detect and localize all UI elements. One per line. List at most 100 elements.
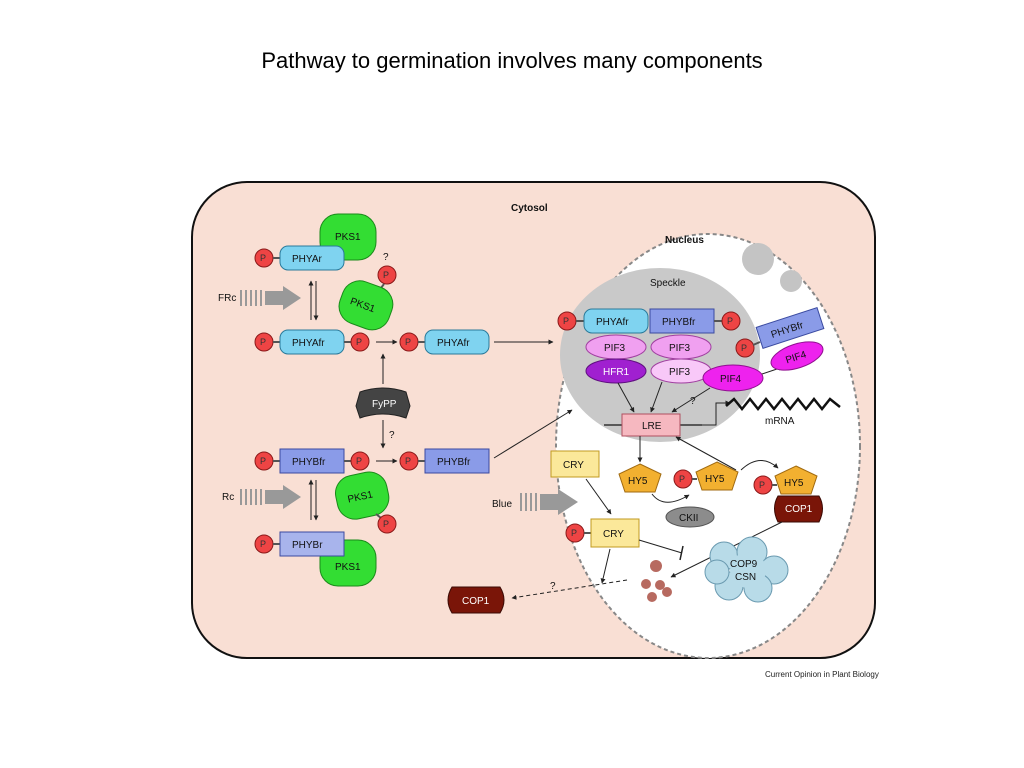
link-pks1-lower <box>375 513 382 519</box>
arrow-phybfr-to-nucleus <box>493 409 573 459</box>
rc-label: Rc <box>222 492 234 503</box>
speckle-label: Speckle <box>650 278 686 289</box>
hfr1-label: HFR1 <box>603 367 630 378</box>
lre-label: LRE <box>642 421 662 432</box>
pks1-label-bottom: PKS1 <box>335 562 361 573</box>
phospho-label-hy5-2: P <box>679 474 685 484</box>
phospho-pks1-lower <box>377 514 397 534</box>
blue-label: Blue <box>492 499 512 510</box>
arrow-phy5-to-cop1-complex <box>740 460 779 471</box>
ckii-shape <box>665 506 715 528</box>
phospho-label-phybfr-complex: P <box>741 343 747 353</box>
unknown-mark-4: ? <box>550 581 556 592</box>
hy5-label-1: HY5 <box>628 476 648 487</box>
cop1-shape-nucleus <box>774 495 823 523</box>
pks1-label-top: PKS1 <box>335 232 361 243</box>
ckii-label: CKII <box>679 513 698 524</box>
hy5-pentagon-3 <box>774 465 818 495</box>
phospho-label-pks1-lower: P <box>383 519 389 529</box>
cop1-label-nucleus: COP1 <box>785 504 813 515</box>
fypp-label: FyPP <box>372 399 397 410</box>
cry-box-1 <box>550 450 600 478</box>
phyafr-box-nuc <box>583 308 649 334</box>
phybfr-box-nuc <box>649 308 715 334</box>
phospho-label-phyafr-1b: P <box>356 337 362 347</box>
phyar-box <box>279 245 345 271</box>
arrow-to-cop1-cytosol <box>511 579 628 600</box>
cry-label-1: CRY <box>563 460 584 471</box>
phospho-label-pks1-mid: P <box>383 270 389 280</box>
phospho-label-hy5-3: P <box>759 480 765 490</box>
pif4-ellipse-2 <box>770 341 824 371</box>
phospho-label-phyafr-nuc: P <box>563 316 569 326</box>
phospho-label-phyafr-1a: P <box>260 337 266 347</box>
degradation-particles <box>641 560 672 602</box>
phospho-label-phybfr-1b: P <box>356 456 362 466</box>
cry-label-2: CRY <box>603 529 624 540</box>
hy5-pentagon-2 <box>695 461 739 491</box>
phybr-label: PHYBr <box>292 540 323 551</box>
slide-title: Pathway to germination involves many com… <box>261 48 763 73</box>
phybfr-label-nuc: PHYBfr <box>662 317 696 328</box>
phospho-label-phyafr-2: P <box>405 337 411 347</box>
cop9-csn-cluster <box>704 536 789 603</box>
phospho-label-phybfr-2: P <box>405 456 411 466</box>
phospho-label-phybfr-nuc: P <box>727 316 733 326</box>
frc-light-arrow <box>240 286 301 310</box>
pif4-label-1: PIF4 <box>720 374 742 385</box>
phospho-phybfr-nuc <box>721 311 741 331</box>
phospho-phyafr-1b <box>350 332 370 352</box>
frc-label: FRc <box>218 293 236 304</box>
pks1-blob-mid <box>338 280 394 331</box>
figure-credit: Current Opinion in Plant Biology <box>765 670 879 679</box>
hy5-label-2: HY5 <box>705 474 725 485</box>
link-phybfr-complex <box>752 341 761 346</box>
cop9-label: COP9 <box>730 559 758 570</box>
phospho-phybfr-1b <box>350 451 370 471</box>
unknown-mark-2: ? <box>389 430 395 441</box>
unknown-mark-1: ? <box>383 252 389 263</box>
pif3-label-3: PIF3 <box>669 367 691 378</box>
cytosol-label: Cytosol <box>511 203 548 214</box>
blue-light-arrow <box>520 489 578 515</box>
phyafr-label-nuc: PHYAfr <box>596 317 629 328</box>
arrow-pif3-to-lre <box>650 381 663 413</box>
pif4-ellipse-1 <box>702 364 764 392</box>
nucleus-label: Nucleus <box>665 235 704 246</box>
phospho-label-phybr: P <box>260 539 266 549</box>
phyar-label: PHYAr <box>292 254 322 265</box>
phybfr-box-2 <box>424 448 490 474</box>
arrow-cry-down <box>600 548 611 584</box>
pks1-label-lower: PKS1 <box>347 489 375 505</box>
pks1-blob-lower <box>335 471 390 520</box>
lre-box <box>621 413 681 437</box>
nuclear-body-small <box>780 270 802 292</box>
phospho-label-cry: P <box>571 528 577 538</box>
arrow-cry-to-pcry <box>585 478 612 515</box>
cry-box-2 <box>590 518 640 548</box>
inhibit-bar <box>679 545 684 561</box>
mrna-label: mRNA <box>765 416 795 427</box>
arrow-phy5-to-lre <box>675 436 737 471</box>
phybfr-box-complex <box>755 307 825 349</box>
csn-label: CSN <box>735 572 756 583</box>
phyafr-label-2: PHYAfr <box>437 338 470 349</box>
hfr1-ellipse <box>585 358 647 384</box>
hy5-pentagon-1 <box>618 463 662 493</box>
arrow-hfr1-to-lre <box>617 382 635 413</box>
cop1-label-cytosol: COP1 <box>462 596 490 607</box>
pif3-label-2: PIF3 <box>669 343 691 354</box>
phyafr-label-1: PHYAfr <box>292 338 325 349</box>
phyafr-box-2 <box>424 329 490 355</box>
arrow-transcription <box>702 400 731 426</box>
hy5-label-3: HY5 <box>784 478 804 489</box>
rc-light-arrow <box>240 485 301 509</box>
phospho-pks1-mid <box>377 265 397 285</box>
unknown-mark-3: ? <box>690 396 696 407</box>
fypp-shape <box>355 387 411 419</box>
arrow-pif4-to-lre <box>671 387 711 413</box>
pif3-label-1: PIF3 <box>604 343 626 354</box>
phospho-label-phybfr-1a: P <box>260 456 266 466</box>
inhibit-cry-to-cop1 <box>638 539 683 554</box>
